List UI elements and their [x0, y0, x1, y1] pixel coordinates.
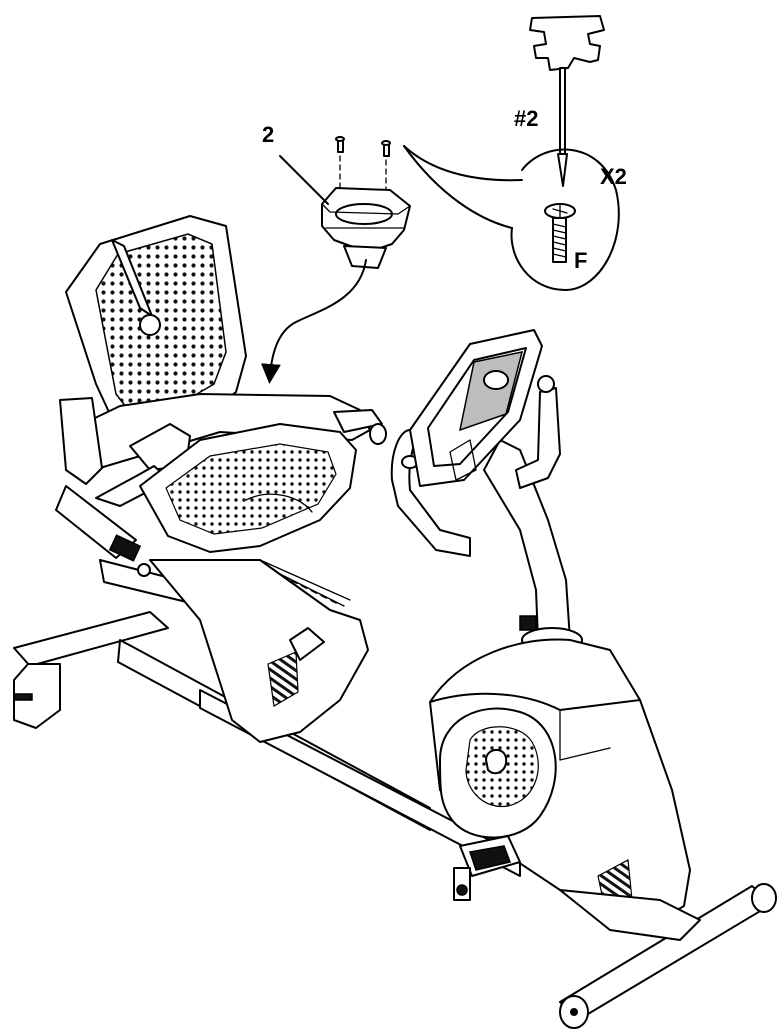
cup-holder-part: [321, 187, 411, 269]
console-display: [409, 329, 543, 487]
install-arrow: [260, 259, 367, 384]
part-number-label: 2: [262, 122, 274, 147]
seat-cushion: [139, 423, 357, 553]
screw-f: [544, 203, 576, 263]
hardware-letter-label: F: [574, 248, 587, 273]
seat-shroud: [149, 559, 369, 743]
screwdriver-tool: [529, 15, 605, 187]
flywheel-shroud: [429, 638, 701, 941]
seat-base: [55, 393, 387, 577]
part-leader-line: [279, 155, 329, 205]
quantity-label: X2: [600, 164, 627, 189]
tool-size-label: #2: [514, 106, 538, 131]
console-handlebar: [390, 375, 561, 557]
pedal: [453, 835, 521, 901]
detail-bubble: [403, 145, 620, 291]
